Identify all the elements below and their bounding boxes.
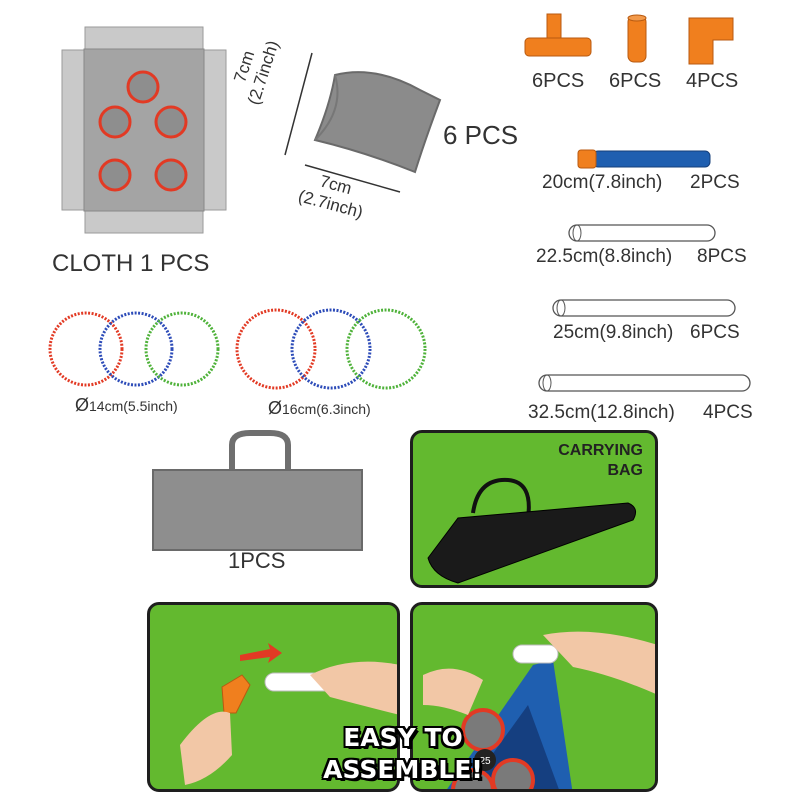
t-connector-icon <box>523 12 593 67</box>
tube-25cm-count: 6PCS <box>690 322 740 343</box>
elbow-connector-icon <box>685 12 740 67</box>
assemble-banner: EASY TO ASSEMBLE! <box>318 722 488 786</box>
diameter-icon: Ø <box>268 398 283 418</box>
diameter-icon: Ø <box>75 395 90 415</box>
tube-32cm-icon <box>537 372 752 394</box>
tube-22cm-icon <box>567 222 717 244</box>
rings-16cm-size: 16cm(6.3inch) <box>282 401 371 417</box>
tube-25cm-size: 25cm(9.8inch) <box>553 322 674 343</box>
assembly-panel-cloth: 25 <box>410 602 658 792</box>
storage-bag-label: 1PCS <box>228 548 286 573</box>
tube-32cm-size: 32.5cm(12.8inch) <box>528 402 675 423</box>
tube-22cm-count: 8PCS <box>697 246 747 267</box>
tube-20cm-count: 2PCS <box>690 172 740 193</box>
assembly-connector-scene <box>180 643 397 785</box>
assembly-cloth-scene: 25 <box>423 631 655 789</box>
rings-16cm-illustration <box>234 302 430 396</box>
tube-25cm-icon <box>551 297 737 319</box>
assemble-banner-line1: EASY TO <box>343 723 463 752</box>
cloth-illustration <box>60 25 230 235</box>
tube-20cm-size: 20cm(7.8inch) <box>542 172 663 193</box>
rings-14cm-size: 14cm(5.5inch) <box>89 398 178 414</box>
tube-22cm-size: 22.5cm(8.8inch) <box>536 246 673 267</box>
bean-bag-side-dimension-line <box>250 45 320 165</box>
bean-bag-bottom-dimension-line <box>300 160 410 200</box>
straight-connector-icon <box>622 12 652 67</box>
straight-connector-count: 6PCS <box>609 70 662 92</box>
carrying-bag-panel: CARRYING BAG <box>410 430 658 588</box>
tube-20cm-icon <box>575 147 715 171</box>
rings-14cm-illustration <box>48 305 220 393</box>
carrying-bag-title: CARRYING BAG <box>558 441 643 481</box>
bean-bag-illustration <box>305 60 445 180</box>
cloth-label: CLOTH 1 PCS <box>52 250 210 277</box>
t-connector-count: 6PCS <box>532 70 585 92</box>
black-bag-icon <box>427 477 637 584</box>
target-number: 25 <box>479 756 491 767</box>
elbow-connector-count: 4PCS <box>686 70 739 92</box>
rings-14cm-label: Ø14cm(5.5inch) <box>75 395 178 416</box>
tube-32cm-count: 4PCS <box>703 402 753 423</box>
carrying-bag-title-line1: CARRYING <box>558 442 643 459</box>
rings-16cm-label: Ø16cm(6.3inch) <box>268 398 371 419</box>
bean-bag-count: 6 PCS <box>443 120 519 150</box>
assemble-banner-line2: ASSEMBLE! <box>323 755 483 784</box>
carrying-bag-title-line2: BAG <box>607 462 643 479</box>
assembly-panel-connector <box>147 602 400 792</box>
storage-bag-illustration <box>150 425 365 555</box>
